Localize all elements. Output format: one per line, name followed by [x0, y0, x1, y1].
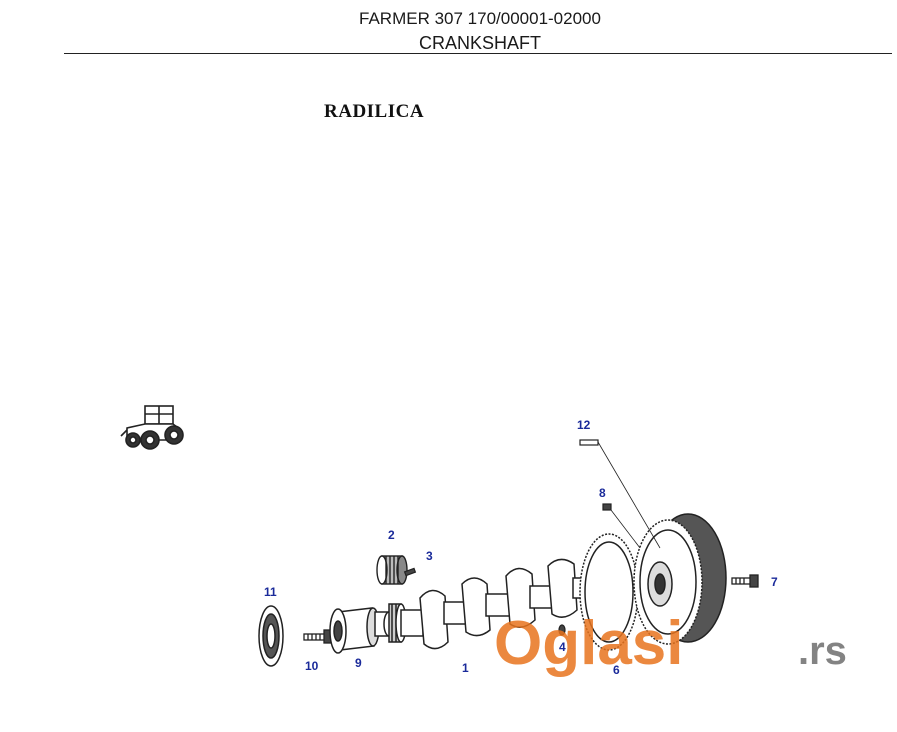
header-divider	[64, 53, 892, 54]
callout-3: 3	[426, 549, 433, 563]
callout-1: 1	[462, 661, 469, 675]
callout-6: 6	[613, 663, 620, 677]
pulley-hub-part	[329, 607, 380, 654]
seal-ring-part	[258, 605, 284, 667]
tractor-icon	[120, 405, 184, 450]
flywheel-bolt-part	[731, 574, 759, 588]
callout-7: 7	[771, 575, 778, 589]
callout-10: 10	[305, 659, 319, 673]
flywheel-part	[633, 513, 727, 645]
key-part	[403, 567, 417, 577]
callout-9: 9	[355, 656, 362, 670]
model-line: FARMER 307 170/00001-02000	[359, 9, 601, 28]
timing-gear-part	[376, 555, 408, 585]
watermark-brand: Oglasi	[494, 609, 684, 678]
subtitle: RADILICA	[324, 101, 425, 122]
callout-2: 2	[388, 528, 395, 542]
front-bolt-part	[303, 629, 332, 644]
watermark-tld: .rs	[798, 629, 847, 673]
callout-8: 8	[599, 486, 606, 500]
callout-12: 12	[577, 418, 591, 432]
ring-gear-part	[579, 533, 639, 651]
callout-4: 4	[559, 640, 566, 654]
watermark: Oglasi .rs	[494, 609, 847, 678]
section-title: CRANKSHAFT	[418, 33, 541, 53]
dowel-pin-part	[579, 439, 661, 549]
callout-11: 11	[264, 585, 277, 599]
dowel-part	[558, 624, 566, 636]
locating-pin-part	[602, 503, 612, 511]
